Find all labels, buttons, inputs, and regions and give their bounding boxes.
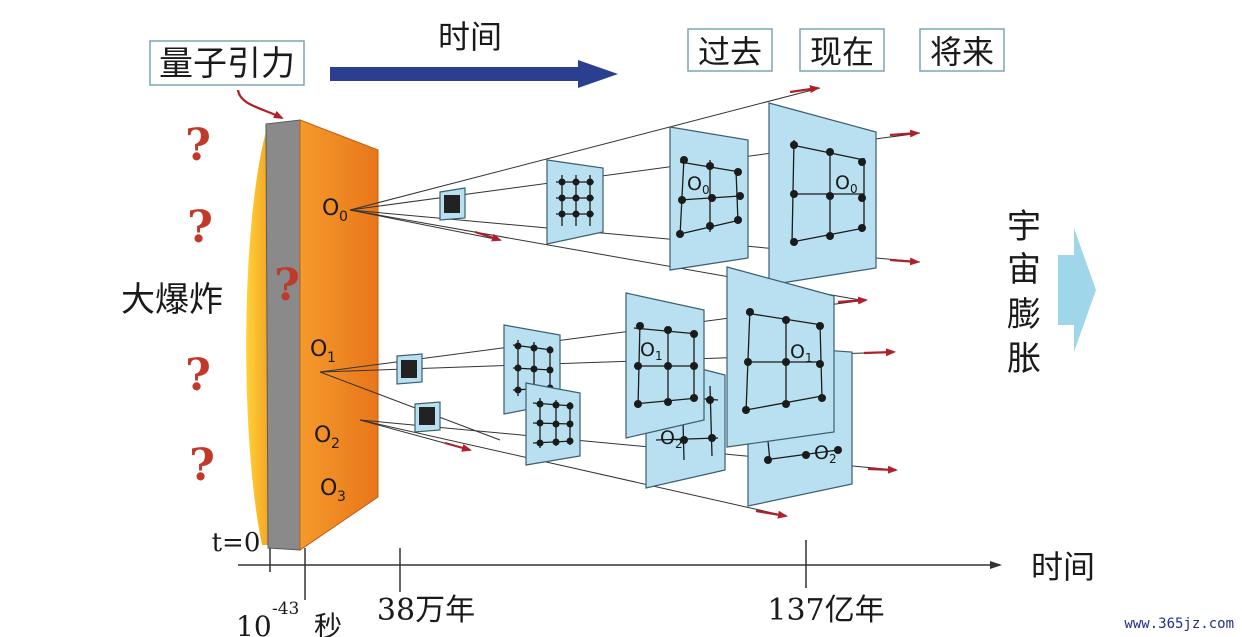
tick-label-planck: 10 -43 秒: [236, 599, 342, 637]
question-marks: ? ? ? ?: [185, 120, 215, 491]
slab-observer-o2: O 2: [314, 423, 340, 452]
svg-text:10: 10: [236, 610, 272, 637]
svg-text:宇: 宇: [1007, 207, 1041, 247]
svg-text:秒: 秒: [314, 610, 342, 637]
future-text: 将来: [930, 33, 994, 71]
lower-panel-1: [396, 353, 423, 385]
svg-text:1: 1: [805, 351, 813, 365]
svg-text:1: 1: [655, 349, 663, 363]
expansion-arrow: [1058, 228, 1096, 352]
present-text: 现在: [810, 33, 874, 71]
watermark-text: www.365jz.com: [1124, 616, 1234, 632]
svg-text:O: O: [790, 341, 805, 363]
question-mark-4: ?: [189, 440, 215, 491]
svg-text:O: O: [310, 337, 327, 362]
svg-text:O: O: [322, 196, 339, 221]
svg-text:O: O: [835, 172, 850, 194]
svg-text:O: O: [687, 173, 702, 195]
svg-text:2: 2: [331, 436, 340, 452]
present-label: 现在: [799, 28, 885, 72]
svg-text:0: 0: [339, 209, 348, 225]
t-zero-label: t=0: [212, 528, 261, 558]
svg-text:O: O: [660, 427, 675, 449]
top-time-label: 时间: [438, 18, 502, 56]
svg-text:0: 0: [702, 183, 710, 197]
upper-panel-3: O 0: [669, 126, 749, 271]
slab-observer-o0: O 0: [322, 196, 348, 225]
quantum-gravity-text: 量子引力: [159, 44, 295, 84]
big-bang-slab: ?: [246, 119, 379, 551]
slab-observer-o3: O 3: [320, 476, 346, 505]
lower-panel-2: [414, 401, 441, 433]
svg-text:2: 2: [829, 452, 837, 466]
future-label: 将来: [919, 28, 1005, 72]
past-label: 过去: [687, 28, 773, 72]
svg-text:2: 2: [675, 437, 683, 451]
past-text: 过去: [698, 33, 762, 71]
lower-panel-6: O 1: [625, 292, 705, 439]
svg-text:膨: 膨: [1007, 295, 1041, 335]
tick-label-13-7b: 137亿年: [767, 593, 884, 628]
bottom-time-label: 时间: [1031, 548, 1095, 586]
svg-text:3: 3: [337, 489, 346, 505]
quantum-gravity-label: 量子引力: [149, 40, 305, 86]
lower-panel-4: [525, 382, 581, 466]
big-bang-label: 大爆炸: [121, 280, 223, 320]
svg-text:胀: 胀: [1007, 339, 1041, 379]
svg-text:宙: 宙: [1007, 250, 1041, 290]
bottom-time-axis: 时间: [238, 540, 1095, 600]
upper-panel-1: [439, 187, 466, 221]
slab-question-mark: ?: [274, 260, 300, 311]
question-mark-1: ?: [185, 120, 211, 171]
svg-text:O: O: [640, 339, 655, 361]
question-mark-3: ?: [185, 350, 211, 401]
question-mark-2: ?: [187, 202, 213, 253]
upper-panel-2: [546, 159, 604, 245]
svg-text:0: 0: [850, 182, 858, 196]
quantum-gravity-pointer-arrow: [236, 89, 284, 119]
slab-observer-o1: O 1: [310, 337, 336, 366]
upper-panel-4: O 0: [768, 102, 877, 286]
svg-text:O: O: [320, 476, 337, 501]
svg-text:1: 1: [327, 350, 336, 366]
svg-text:O: O: [314, 423, 331, 448]
svg-text:-43: -43: [272, 599, 299, 619]
svg-text:O: O: [814, 442, 829, 464]
tick-label-380k: 38万年: [377, 593, 475, 628]
top-time-arrow: 时间: [330, 18, 618, 88]
universe-expansion-label: 宇 宙 膨 胀: [1007, 207, 1041, 379]
lower-panel-8: O 1: [726, 266, 835, 448]
